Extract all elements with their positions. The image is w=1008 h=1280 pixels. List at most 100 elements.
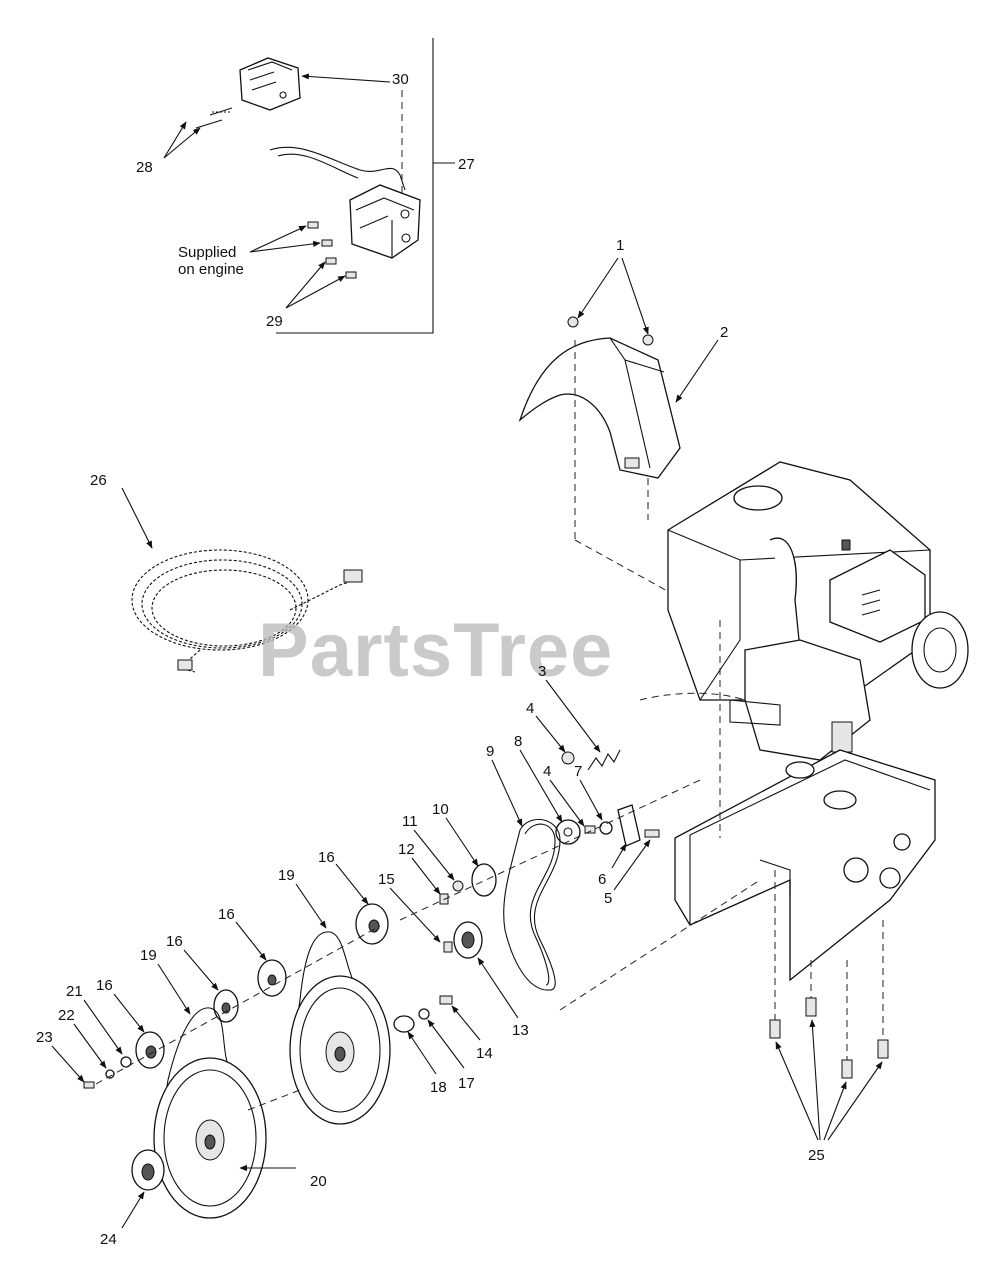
callout-19a: 19 [278, 867, 295, 884]
bolts-part-25 [769, 997, 889, 1079]
callout-30: 30 [392, 71, 409, 88]
callout-10: 10 [432, 801, 449, 818]
engine-assembly [667, 461, 969, 761]
callout-20: 20 [310, 1173, 327, 1190]
idler-arm-part-6 [617, 804, 641, 847]
callout-24: 24 [100, 1231, 117, 1248]
callout-2: 2 [720, 324, 728, 341]
leader-supplied-b [249, 240, 321, 253]
leader-16a [335, 863, 369, 905]
callout-22: 22 [58, 1007, 75, 1024]
callout-18: 18 [430, 1079, 447, 1096]
callout-4b: 4 [543, 763, 551, 780]
lockwasher-part-22 [105, 1069, 115, 1079]
extension-cord-part-26 [121, 487, 363, 673]
callout-16a: 16 [318, 849, 335, 866]
switch-box-part-30 [239, 57, 301, 111]
callout-4a: 4 [526, 700, 534, 717]
leader-24 [121, 1191, 145, 1229]
screws-part-28 [195, 107, 233, 129]
callout-16d: 16 [96, 977, 113, 994]
leader-18 [407, 1031, 437, 1075]
callout-21: 21 [66, 983, 83, 1000]
leader-26 [121, 487, 153, 549]
callout-19b: 19 [140, 947, 157, 964]
belt-part-9 [503, 818, 561, 991]
leader-8 [519, 749, 563, 823]
callout-13: 13 [512, 1022, 529, 1039]
leader-25b [809, 1019, 821, 1141]
callout-27: 27 [458, 156, 475, 173]
callout-8: 8 [514, 733, 522, 750]
callout-5: 5 [604, 890, 612, 907]
callout-16b: 16 [218, 906, 235, 923]
watermark-text: PartsTree [258, 608, 613, 693]
leader-1b [621, 257, 649, 335]
callout-29: 29 [266, 313, 283, 330]
starter-bracket [349, 184, 421, 259]
callout-6: 6 [598, 871, 606, 888]
leader-6 [611, 843, 627, 869]
leader-9 [491, 759, 523, 827]
hub-part-24 [131, 1149, 165, 1191]
leader-supplied-a [249, 225, 307, 253]
screw-part-4a [561, 751, 575, 765]
washer-part-11 [452, 880, 464, 892]
spring-part-3 [587, 749, 621, 771]
dash-pulleys [247, 1089, 301, 1111]
pulley-part-24-drive [153, 1057, 267, 1219]
callout-16c: 16 [166, 933, 183, 950]
washer-part-18 [393, 1015, 415, 1033]
leader-23 [51, 1045, 85, 1083]
callout-26: 26 [90, 472, 107, 489]
leader-7 [579, 779, 603, 821]
callout-25: 25 [808, 1147, 825, 1164]
inset-electric-starter-kit [163, 38, 455, 334]
callout-9: 9 [486, 743, 494, 760]
washers-part-16 [135, 903, 389, 1069]
callout-28: 28 [136, 159, 153, 176]
leader-12 [411, 857, 441, 895]
screws-part-29 [307, 221, 357, 279]
leader-22 [73, 1023, 107, 1069]
callout-14: 14 [476, 1045, 493, 1062]
supplied-on-engine-line2: on engine [178, 261, 244, 278]
leader-15 [389, 887, 441, 943]
callout-labels: 1 2 3 4 4 5 6 7 8 9 10 11 12 13 14 15 16… [36, 71, 825, 1248]
leader-25d [827, 1061, 883, 1141]
leader-4b [549, 779, 585, 827]
pulley-part-13 [453, 921, 483, 959]
washer-part-21 [120, 1056, 132, 1068]
callout-23: 23 [36, 1029, 53, 1046]
leader-3 [545, 679, 601, 753]
leader-14 [451, 1005, 481, 1041]
callout-17: 17 [458, 1075, 475, 1092]
washer-part-8 [555, 819, 581, 845]
screw-part-23 [83, 1081, 95, 1089]
dash-shaft [639, 692, 746, 701]
callout-3: 3 [538, 663, 546, 680]
leader-25c [823, 1081, 847, 1141]
washer-part-17 [418, 1008, 430, 1020]
pulley-part-20 [289, 975, 391, 1125]
callout-15: 15 [378, 871, 395, 888]
idler-assembly [555, 749, 660, 847]
dash-axis-a [95, 925, 381, 1085]
plate-part-10 [471, 863, 497, 897]
wire-harness [269, 146, 406, 191]
leader-28a [163, 127, 201, 159]
leader-4a [535, 715, 566, 753]
leader-5 [613, 839, 651, 891]
bolt-part-5 [644, 829, 660, 838]
callout-11: 11 [402, 813, 418, 830]
leader-29a [285, 261, 326, 309]
leader-10 [445, 817, 479, 867]
callout-1: 1 [616, 237, 624, 254]
leader-21 [83, 999, 123, 1055]
callout-7: 7 [574, 763, 582, 780]
leader-1a [577, 257, 619, 319]
leader-19b [157, 963, 191, 1015]
leader-16b [235, 921, 267, 961]
screw-part-15 [443, 941, 453, 953]
